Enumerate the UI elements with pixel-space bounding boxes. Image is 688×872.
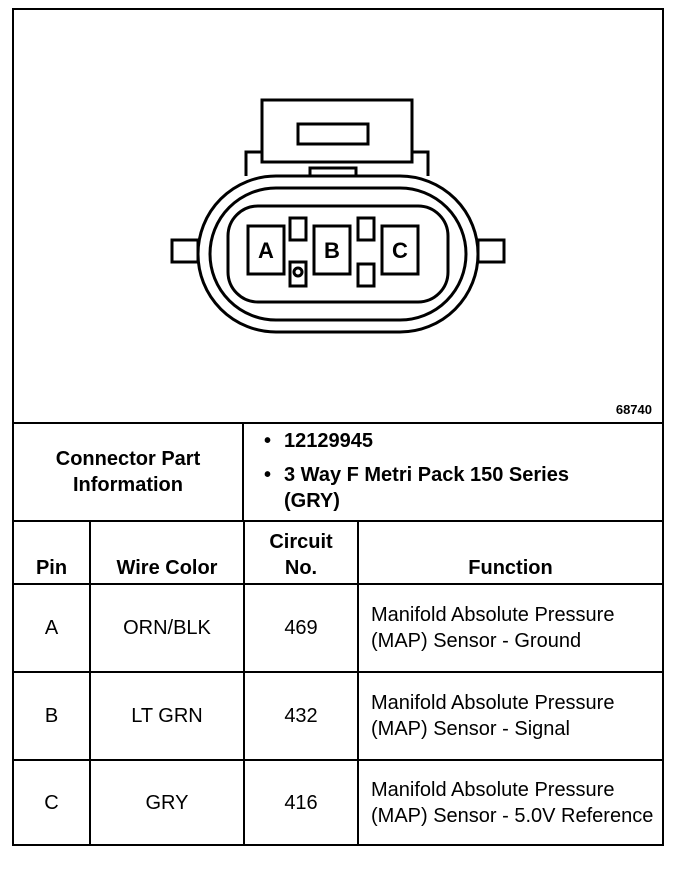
- row-circuit: 469: [243, 583, 359, 673]
- table-row: A ORN/BLK 469 Manifold Absolute Pressure…: [14, 583, 662, 673]
- pin-table: Pin Wire Color Circuit No. Function A OR…: [14, 522, 662, 846]
- header-function: Function: [357, 522, 662, 585]
- left-ear: [170, 238, 200, 264]
- header-pin: Pin: [14, 522, 91, 585]
- cavity-plate: [226, 204, 450, 304]
- connector-drawing: A B C: [170, 98, 506, 334]
- connector-info-list: 12129945 3 Way F Metri Pack 150 Series (…: [244, 424, 662, 520]
- pin-a-cavity: [246, 224, 286, 276]
- row-pin: B: [14, 670, 91, 761]
- header-wire-color: Wire Color: [89, 522, 245, 585]
- connector-figure: A B C 68740: [14, 10, 662, 424]
- header-circuit: Circuit No.: [243, 522, 359, 585]
- connector-info: Connector Part Information 12129945 3 Wa…: [14, 424, 662, 522]
- row-wire-color: ORN/BLK: [89, 583, 245, 673]
- row-circuit: 416: [243, 758, 359, 846]
- connector-outer-shell: [196, 174, 480, 334]
- latch-slot: [296, 122, 370, 146]
- key-lower-left: [288, 260, 308, 288]
- pin-c-label: C: [392, 238, 408, 263]
- row-wire-color: LT GRN: [89, 670, 245, 761]
- connector-info-label: Connector Part Information: [14, 424, 244, 520]
- row-wire-color: GRY: [89, 758, 245, 846]
- pin-table-header: Pin Wire Color Circuit No. Function: [14, 522, 662, 585]
- row-function: Manifold Absolute Pressure (MAP) Sensor …: [357, 758, 662, 846]
- table-row: C GRY 416 Manifold Absolute Pressure (MA…: [14, 758, 662, 846]
- connector-inner-shell: [208, 186, 468, 322]
- row-pin: A: [14, 583, 91, 673]
- pin-c-cavity: [380, 224, 420, 276]
- key-upper-right: [356, 216, 376, 242]
- row-function: Manifold Absolute Pressure (MAP) Sensor …: [357, 670, 662, 761]
- pin-b-label: B: [324, 238, 340, 263]
- row-function: Manifold Absolute Pressure (MAP) Sensor …: [357, 583, 662, 673]
- key-lower-right: [356, 262, 376, 288]
- pin-a-label: A: [258, 238, 274, 263]
- right-ear: [476, 238, 506, 264]
- part-number: 12129945: [264, 428, 584, 454]
- row-pin: C: [14, 758, 91, 846]
- pin-b-cavity: [312, 224, 352, 276]
- key-dot: [292, 266, 304, 278]
- connector-description: 3 Way F Metri Pack 150 Series (GRY): [264, 462, 584, 514]
- row-circuit: 432: [243, 670, 359, 761]
- connector-sheet: A B C 68740 Connector Part Information 1…: [12, 8, 664, 846]
- figure-id: 68740: [615, 402, 652, 417]
- latch-housing: [260, 98, 414, 164]
- latch-base: [244, 150, 430, 176]
- table-row: B LT GRN 432 Manifold Absolute Pressure …: [14, 670, 662, 761]
- key-upper-left: [288, 216, 308, 242]
